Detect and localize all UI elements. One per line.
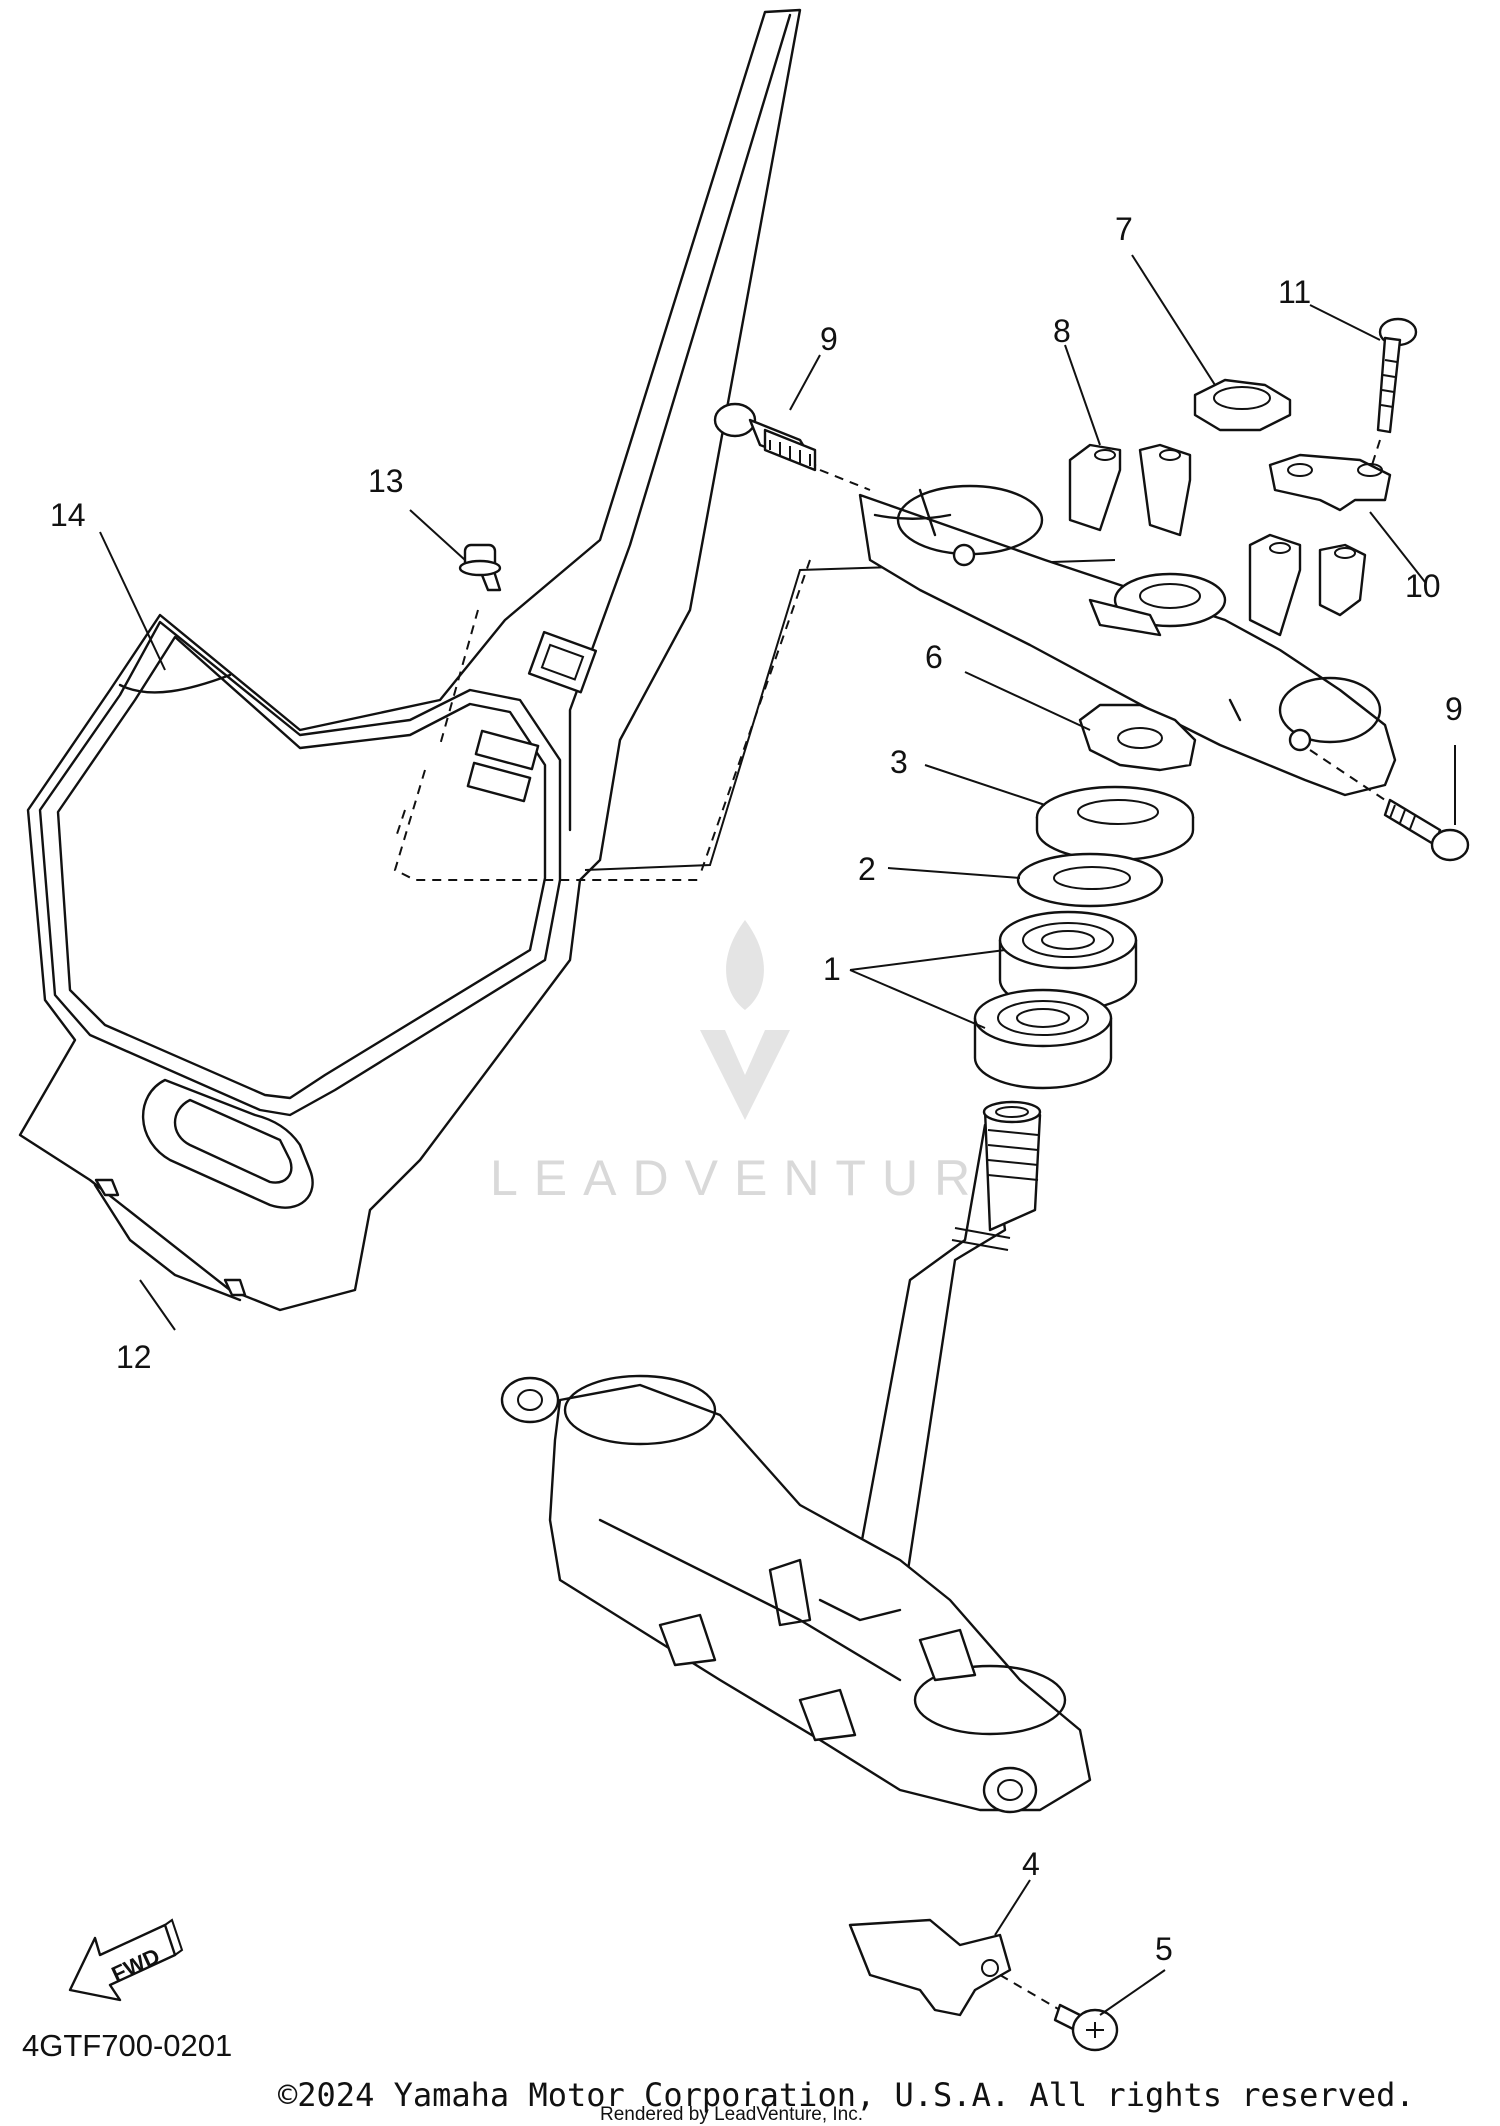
upper-bracket-part [713, 317, 1470, 862]
callout-12: 12 [116, 1339, 152, 1375]
callout-5: 5 [1155, 1931, 1173, 1967]
washer-3-part [1035, 785, 1195, 862]
callout-2: 2 [858, 851, 876, 887]
callout-9-top: 9 [820, 321, 838, 357]
leadventure-watermark: LEADVENTURE [490, 920, 1036, 1206]
flame-logo-icon [700, 920, 790, 1120]
callout-13: 13 [368, 463, 404, 499]
bolt-9-right-part [1309, 749, 1470, 862]
callout-3: 3 [890, 744, 908, 780]
leader-lines [99, 254, 1456, 2016]
seal-2-part [1016, 852, 1164, 908]
bearing-1-lower-part [973, 988, 1113, 1090]
bolt-5-part [1053, 2003, 1119, 2052]
cable-guide-4-part [848, 1918, 1061, 2017]
bolt-11-part [1371, 317, 1418, 466]
callout-14: 14 [50, 497, 86, 533]
callout-1: 1 [823, 951, 841, 987]
ring-nut-6-part [1078, 703, 1197, 772]
bolt-9-top-part [713, 402, 871, 491]
watermark-text: LEADVENTURE [490, 1150, 1036, 1206]
fwd-arrow-icon: FWD [68, 1918, 184, 2002]
copyright-text: ©2024 Yamaha Motor Corporation, U.S.A. A… [278, 2076, 1415, 2114]
number-plate-part [18, 8, 811, 1312]
callout-labels: 1 2 3 4 5 6 7 8 9 9 10 11 12 13 14 [50, 211, 1463, 1967]
callout-7: 7 [1115, 211, 1133, 247]
bolt-13-part [439, 543, 502, 746]
callout-8: 8 [1053, 313, 1071, 349]
callout-11: 11 [1278, 274, 1311, 310]
callout-6: 6 [925, 639, 943, 675]
rendered-by-text: Rendered by LeadVenture, Inc. [600, 2104, 863, 2125]
diagram-code: 4GTF700-0201 [22, 2028, 232, 2063]
callout-4: 4 [1022, 1846, 1040, 1882]
callout-9-right: 9 [1445, 691, 1463, 727]
under-bracket-part [500, 1100, 1092, 1814]
callout-10: 10 [1405, 568, 1441, 604]
